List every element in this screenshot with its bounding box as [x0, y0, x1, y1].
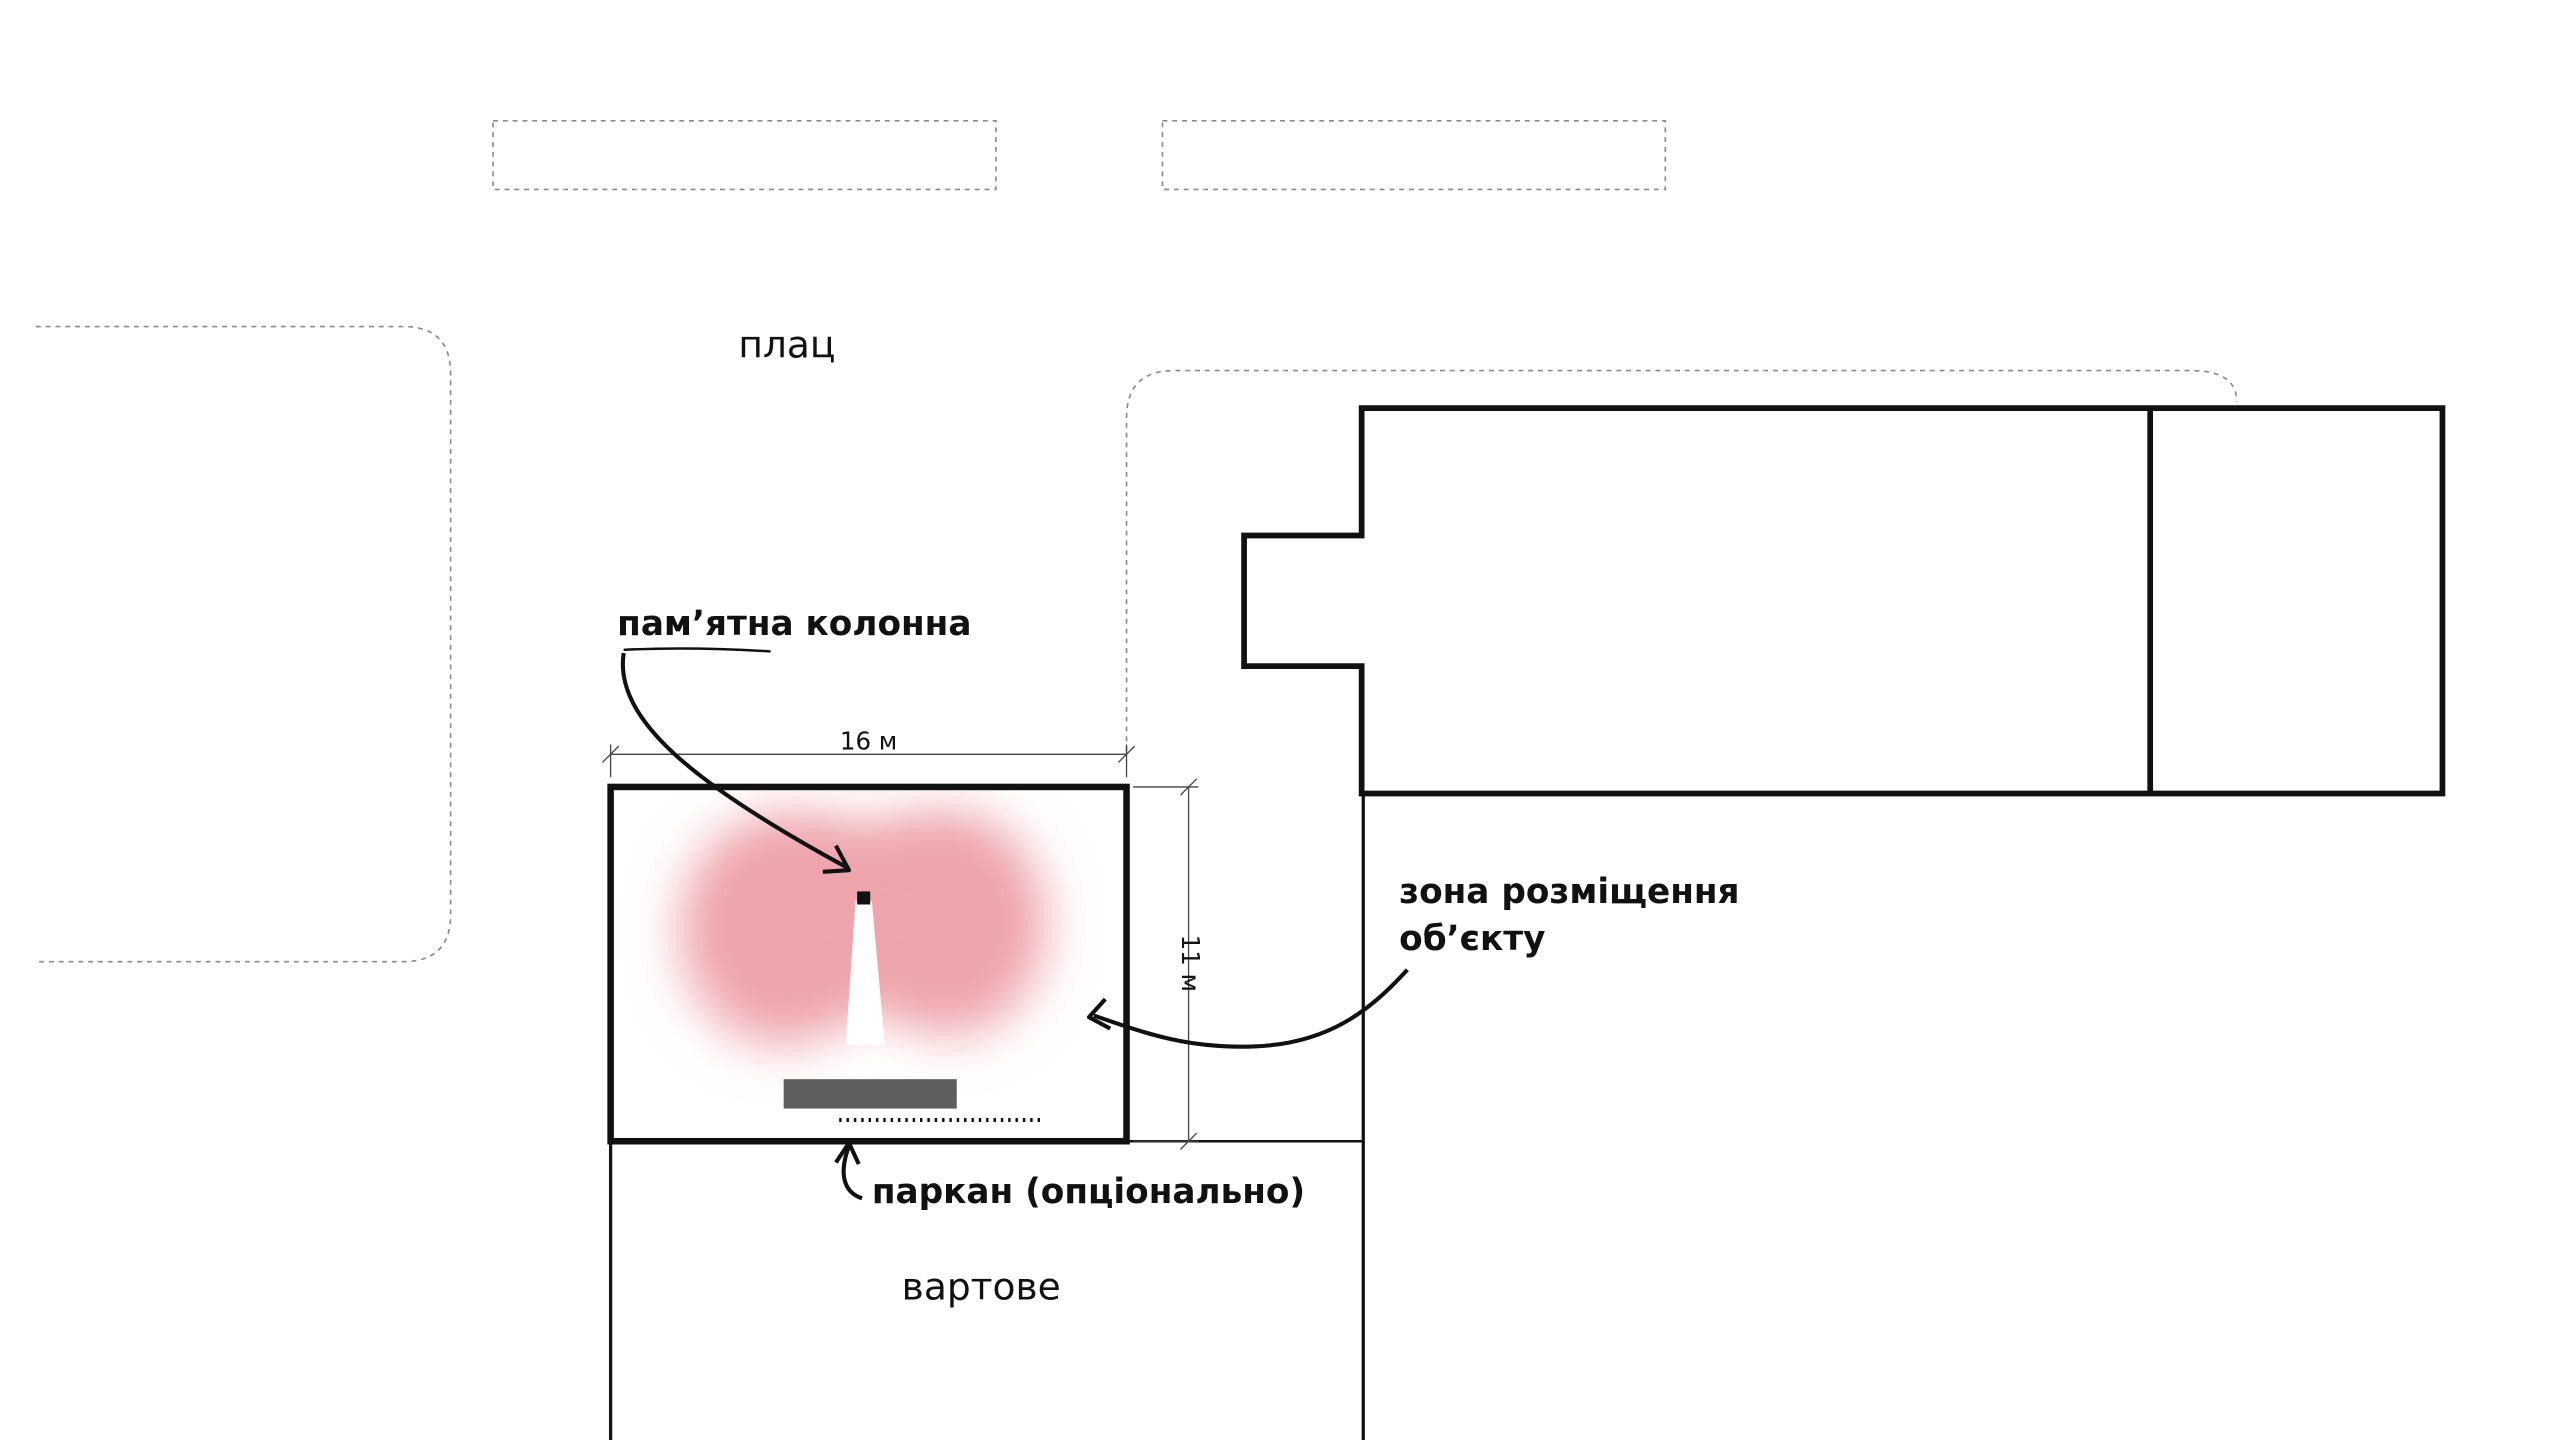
fence-arrowhead	[834, 1140, 861, 1165]
memorial-column-underline	[623, 647, 771, 653]
plinth-bar	[783, 1079, 957, 1109]
dashed-outline-left-area	[35, 325, 452, 963]
dimension-slash-width-right	[1117, 745, 1136, 763]
placement-zone-glow	[680, 813, 1045, 1045]
dashed-outline-top-right	[1161, 120, 1667, 191]
memorial-column-arrow	[620, 652, 850, 871]
dimension-slash-depth-top	[1179, 778, 1198, 796]
dimension-depth-label: 11 м	[1176, 935, 1205, 992]
dashed-outline-right-area	[1125, 369, 2238, 752]
placement-zone-arrow	[1093, 968, 1409, 1049]
guardhouse-label: вартове	[902, 1265, 1061, 1309]
fence-label: паркан (опціонально)	[872, 1172, 1305, 1212]
memorial-column-beam	[845, 901, 885, 1045]
dimension-slash-width-left	[601, 745, 620, 763]
fence-arrow	[841, 1145, 863, 1201]
memorial-column-marker	[857, 891, 871, 905]
memorial-column-label: пам’ятна колонна	[617, 604, 971, 644]
placement-zone-label-line2: об’єкту	[1399, 919, 1545, 959]
parade-ground-label: плац	[738, 323, 835, 367]
dimension-slash-depth-bottom	[1179, 1132, 1198, 1150]
placement-zone-outline	[607, 783, 1130, 1145]
placement-zone-label-line1: зона розміщення	[1399, 872, 1739, 912]
memorial-column-arrowhead	[822, 844, 852, 874]
dimension-width-label: 16 м	[840, 726, 897, 755]
placement-zone-arrowhead	[1086, 997, 1112, 1031]
dashed-outline-top-left	[492, 120, 997, 191]
main-building-outline	[1241, 405, 2446, 797]
